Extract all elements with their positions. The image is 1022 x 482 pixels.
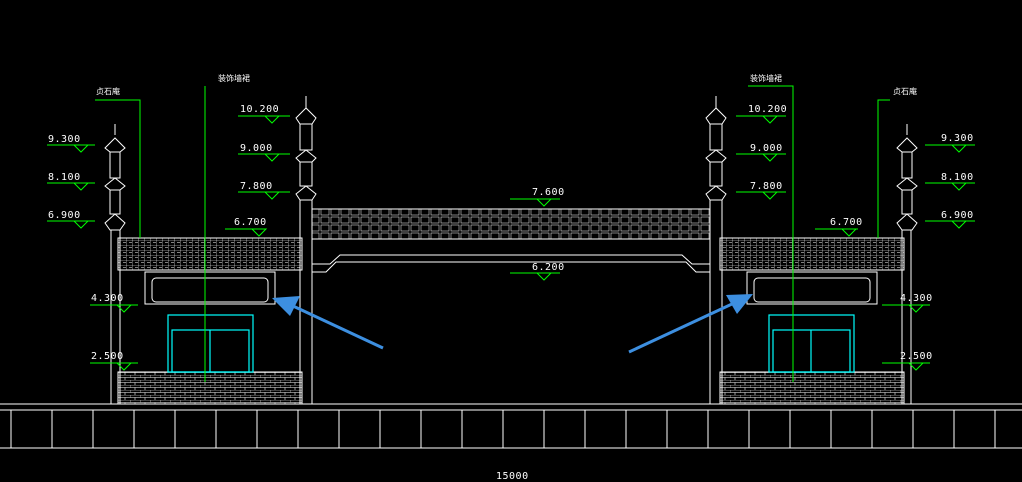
foundation-grid (0, 403, 1022, 449)
elevation-triangle (950, 182, 968, 191)
elevation-triangle (115, 362, 133, 371)
elev-left-post-10200: 10.200 (240, 104, 280, 115)
elev-left-6700: 6.700 (234, 217, 267, 228)
elevation-triangle (950, 144, 968, 153)
center-gate (311, 208, 711, 273)
elevation-triangle (950, 220, 968, 229)
note-right-outer: 贞石庵 (893, 87, 917, 96)
elev-right-4300: 4.300 (900, 293, 933, 304)
note-right-inner: 装饰墙裙 (750, 74, 782, 83)
elevation-triangle (907, 304, 925, 313)
elev-right-post-7800: 7.800 (750, 181, 783, 192)
elev-center-7600: 7.600 (532, 187, 565, 198)
elev-right-8100: 8.100 (941, 172, 974, 183)
note-left-inner: 装饰墙裙 (218, 74, 250, 83)
elev-left-post-7800: 7.800 (240, 181, 273, 192)
elev-left-4300: 4.300 (91, 293, 124, 304)
elevation-triangle (761, 153, 779, 162)
elev-center-6200: 6.200 (532, 262, 565, 273)
elevation-triangle (115, 304, 133, 313)
elevation-triangle (535, 198, 553, 207)
right-arrow (628, 294, 753, 354)
elev-right-post-10200: 10.200 (748, 104, 788, 115)
elevation-triangle (761, 115, 779, 124)
elev-left-9300: 9.300 (48, 134, 81, 145)
elev-right-6900: 6.900 (941, 210, 974, 221)
elev-left-2500: 2.500 (91, 351, 124, 362)
left-arrow (272, 296, 384, 350)
note-left-outer: 贞石庵 (96, 87, 120, 96)
elev-right-6700: 6.700 (830, 217, 863, 228)
elevation-triangle (535, 272, 553, 281)
elev-left-post-9000: 9.000 (240, 143, 273, 154)
elevation-triangle (72, 182, 90, 191)
leader-lines (95, 85, 890, 382)
elevation-triangle (263, 191, 281, 200)
elev-right-post-9000: 9.000 (750, 143, 783, 154)
left-window (167, 314, 254, 373)
bottom-dimension: 15000 (496, 471, 529, 482)
elev-left-6900: 6.900 (48, 210, 81, 221)
right-wing (705, 96, 918, 405)
elev-left-8100: 8.100 (48, 172, 81, 183)
elevation-triangle (263, 153, 281, 162)
right-window (768, 314, 855, 373)
elevation-triangle (72, 220, 90, 229)
elevation-triangle (250, 228, 268, 237)
elevation-triangle (761, 191, 779, 200)
elev-right-2500: 2.500 (900, 351, 933, 362)
elevation-triangle (907, 362, 925, 371)
elevation-markers (47, 115, 975, 371)
left-wing (104, 96, 317, 405)
elevation-triangle (263, 115, 281, 124)
elev-right-9300: 9.300 (941, 133, 974, 144)
elevation-triangle (72, 144, 90, 153)
elevation-triangle (840, 228, 858, 237)
